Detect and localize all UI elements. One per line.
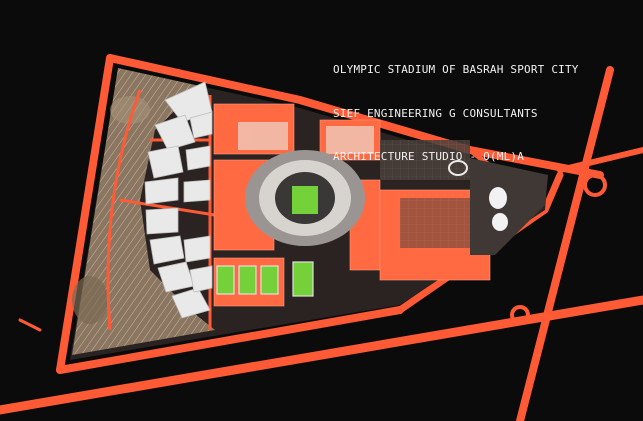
caption-line-3: ARCHITECTURE STUDIO - O(ML)A	[333, 150, 525, 163]
main-stadium	[245, 150, 365, 246]
pavilion-shell-1	[489, 187, 507, 209]
road-network	[0, 54, 643, 421]
main-pitch	[292, 186, 318, 214]
pavilion-shell-2	[492, 213, 508, 231]
east-zone	[448, 158, 548, 255]
training-pitches	[216, 261, 314, 297]
caption-line-1: OLYMPIC STADIUM OF BASRAH SPORT CITY	[333, 63, 579, 76]
plaza-grids	[238, 122, 480, 248]
caption-line-2: SIEF ENGINEERING G CONSULTANTS	[333, 106, 538, 120]
model-caption: OLYMPIC STADIUM OF BASRAH SPORT CITY SIE…	[333, 34, 579, 179]
pavilion-arc	[144, 81, 213, 319]
roundabouts	[510, 173, 607, 325]
